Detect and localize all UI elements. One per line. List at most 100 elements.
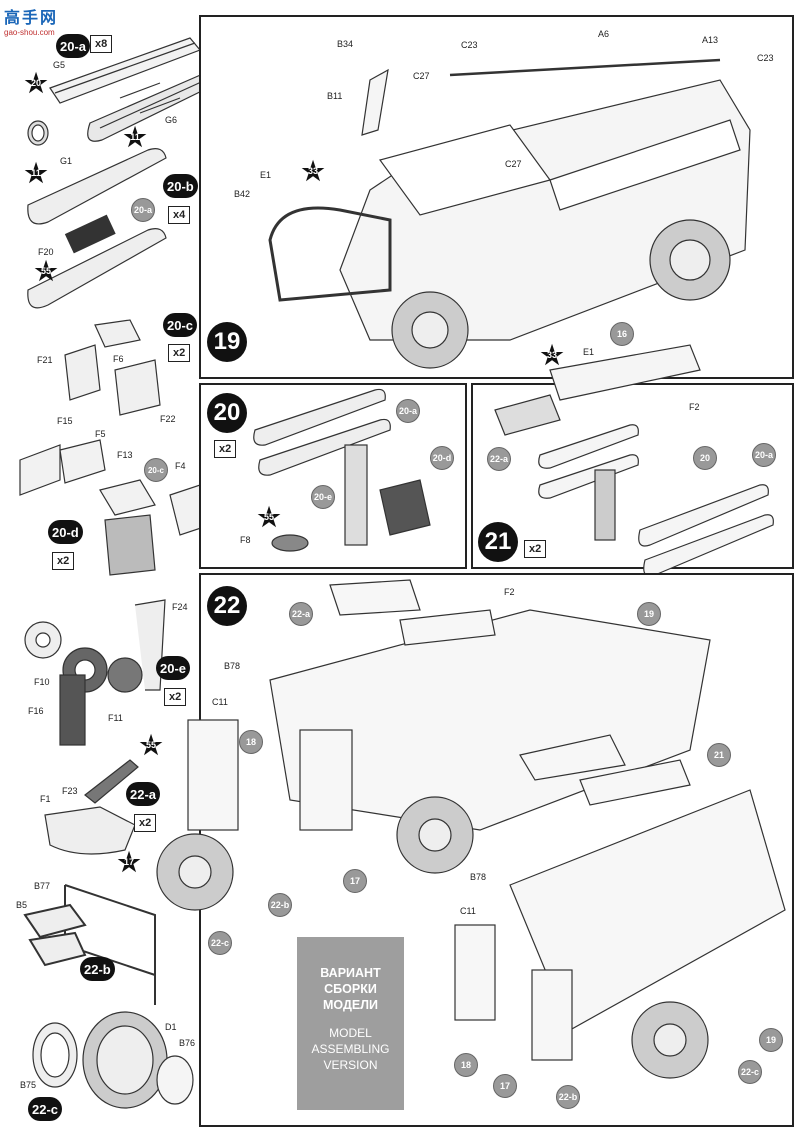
part-f23: F23 <box>62 786 78 796</box>
part-f1: F1 <box>40 794 51 804</box>
star-ref-5: 55 <box>139 734 162 756</box>
part-f21: F21 <box>37 355 53 365</box>
tube-pair-drawing <box>27 148 167 309</box>
ref-22c-b: 22-c <box>738 1060 762 1084</box>
watermark-url: gao-shou.com <box>4 28 55 37</box>
substep-20b-qty: x4 <box>168 206 191 224</box>
part-b78-b: B78 <box>470 872 487 882</box>
part-f20: F20 <box>38 247 54 257</box>
variant-en-line3: VERSION <box>323 1058 378 1072</box>
part-e1-b: E1 <box>583 347 595 357</box>
substep-22b-badge: 22-b <box>80 957 115 981</box>
step-22-number: 22 <box>207 586 247 626</box>
ref-17-a: 17 <box>343 869 367 893</box>
ref-19-b: 19 <box>759 1028 783 1052</box>
part-c11-a: C11 <box>212 697 228 707</box>
variant-en-line2: ASSEMBLING <box>311 1042 390 1056</box>
ref-17-b: 17 <box>493 1074 517 1098</box>
ref-22c-a: 22-c <box>208 931 232 955</box>
launcher-assembly-drawing <box>253 388 431 552</box>
part-b76: B76 <box>179 1038 196 1048</box>
substep-22a-qty: x2 <box>134 814 157 832</box>
substep-20e-badge: 20-e <box>156 656 191 680</box>
variant-en-line1: MODEL <box>329 1026 372 1040</box>
star-ref-4: 55 <box>34 260 57 282</box>
star-ref-3: 11 <box>24 162 47 184</box>
star-ref-8: 33 <box>540 344 563 366</box>
step-21-number: 21 <box>478 522 518 562</box>
ref-22b-b: 22-b <box>556 1085 580 1109</box>
ref-20a-1: 20-a <box>131 198 155 222</box>
spare-wheel-drawing <box>32 1011 194 1109</box>
step-20-qty: x2 <box>214 440 237 458</box>
rack-drawing <box>23 884 156 1005</box>
part-f8: F8 <box>240 535 251 545</box>
substep-22a-badge: 22-a <box>126 782 161 806</box>
step-21-qty: x2 <box>524 540 547 558</box>
part-f6: F6 <box>113 354 124 364</box>
part-c11-b: C11 <box>460 906 476 916</box>
watermark-cn: 高手网 <box>4 8 59 27</box>
part-b5: B5 <box>16 900 28 910</box>
launcher-with-plate-drawing <box>494 344 774 577</box>
star-ref-6: 17 <box>117 851 140 873</box>
part-a13: A13 <box>702 35 719 45</box>
part-c27-a: C27 <box>413 71 430 81</box>
sight-drawing <box>19 439 211 576</box>
ref-21: 21 <box>707 743 731 767</box>
part-f15: F15 <box>57 416 73 426</box>
vehicle-drawing-22 <box>156 579 786 1079</box>
ref-22a-1: 22-a <box>487 447 511 471</box>
ref-20c-1: 20-c <box>144 458 168 482</box>
part-b34: B34 <box>337 39 354 49</box>
ref-19-a: 19 <box>637 602 661 626</box>
step-19-number: 19 <box>207 322 247 362</box>
variant-ru-line2: СБОРКИ <box>324 982 377 996</box>
shield-plate-drawing <box>44 759 139 855</box>
star-ref-1: 20 <box>24 72 47 94</box>
vehicle-drawing-19 <box>268 58 751 369</box>
ref-20a-3: 20-a <box>752 443 776 467</box>
substep-20c-badge: 20-c <box>163 313 198 337</box>
part-f22: F22 <box>160 414 176 424</box>
assembly-variant-note: ВАРИАНТ СБОРКИ МОДЕЛИ MODEL ASSEMBLING V… <box>297 937 404 1110</box>
mount-drawing <box>24 599 166 746</box>
part-f5: F5 <box>95 429 106 439</box>
substep-22c-badge: 22-c <box>28 1097 63 1121</box>
ref-22a-2: 22-a <box>289 602 313 626</box>
substep-20a-qty: x8 <box>90 35 113 53</box>
part-g1: G1 <box>60 156 73 166</box>
substep-20a-badge: 20-a <box>56 34 91 58</box>
part-a6: A6 <box>598 29 610 39</box>
ref-22b-a: 22-b <box>268 893 292 917</box>
part-c27-b: C27 <box>505 159 522 169</box>
part-b78-a: B78 <box>224 661 241 671</box>
part-f16: F16 <box>28 706 44 716</box>
part-c23-b: C23 <box>757 53 774 63</box>
watermark: 高手网 gao-shou.com <box>4 4 58 37</box>
part-b11: B11 <box>327 91 343 101</box>
part-c23-a: C23 <box>461 40 478 50</box>
step-20-number: 20 <box>207 393 247 433</box>
part-b77: B77 <box>34 881 51 891</box>
variant-ru-line3: МОДЕЛИ <box>323 998 378 1012</box>
ref-20d: 20-d <box>430 446 454 470</box>
substep-20e-qty: x2 <box>164 688 187 706</box>
part-f10: F10 <box>34 677 50 687</box>
part-f11: F11 <box>108 713 123 723</box>
part-g5: G5 <box>53 60 66 70</box>
substep-20d-badge: 20-d <box>48 520 83 544</box>
substep-20d-qty: x2 <box>52 552 75 570</box>
part-e1-a: E1 <box>260 170 272 180</box>
part-f4: F4 <box>175 461 186 471</box>
ref-18-b: 18 <box>454 1053 478 1077</box>
ref-18-a: 18 <box>239 730 263 754</box>
part-b75: B75 <box>20 1080 37 1090</box>
star-ref-7: 33 <box>301 160 324 182</box>
star-ref-9: 55 <box>257 506 280 528</box>
part-d1: D1 <box>165 1022 177 1032</box>
ref-20e: 20-e <box>311 485 335 509</box>
part-f2-b: F2 <box>504 587 515 597</box>
part-g6: G6 <box>165 115 178 125</box>
part-f13: F13 <box>117 450 133 460</box>
